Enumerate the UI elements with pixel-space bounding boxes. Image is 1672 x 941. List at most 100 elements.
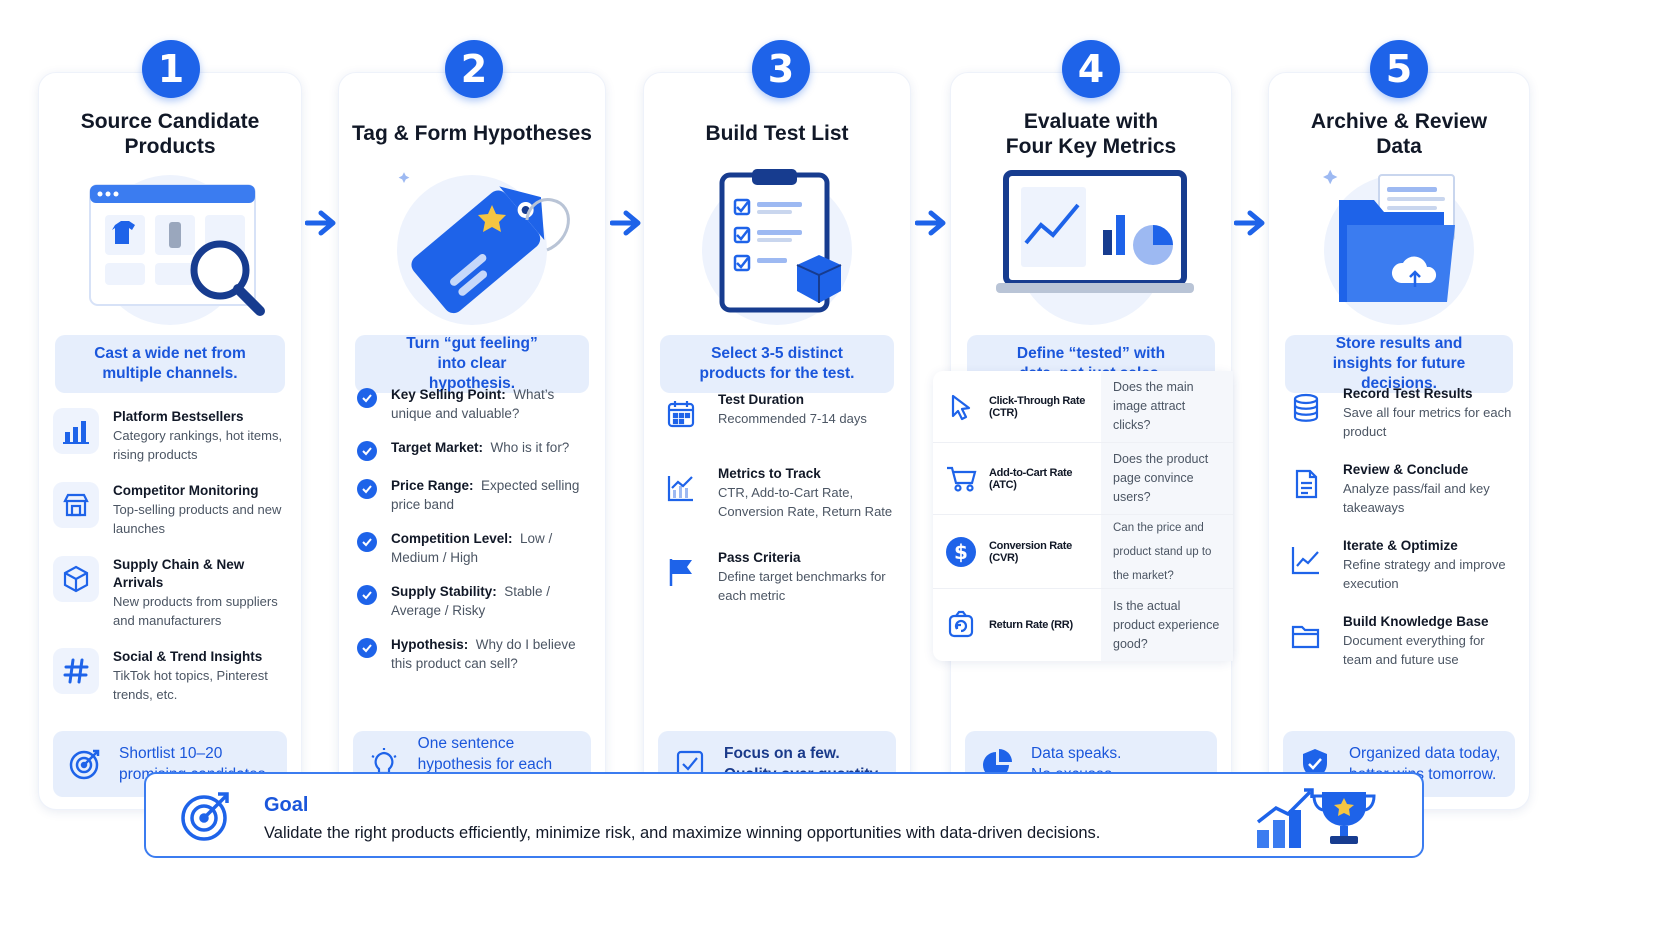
item-desc: Low / Medium / High xyxy=(391,531,553,565)
trophy-growth-icon xyxy=(1256,788,1376,848)
item-desc: Why do I believe this product can sell? xyxy=(391,637,576,671)
step-title: Source Candidate Products xyxy=(80,110,260,158)
chart-icon xyxy=(658,465,704,511)
metric-question: Does the product page convince users? xyxy=(1101,443,1233,514)
cursor-icon xyxy=(933,371,989,442)
return-icon xyxy=(933,589,989,661)
item-title: Platform Bestsellers xyxy=(113,409,244,424)
metric-name: Click-Through Rate (CTR) xyxy=(989,394,1086,419)
item-title: Record Test Results xyxy=(1343,386,1473,401)
flag-icon xyxy=(658,549,704,595)
arrow-right-icon xyxy=(1234,210,1265,236)
monitor-analytics-illustration xyxy=(996,170,1194,325)
trend-icon xyxy=(1283,537,1329,583)
checklist-item: Price Range: Expected selling price band xyxy=(353,476,591,514)
check-icon xyxy=(357,388,377,408)
item-label: Hypothesis: xyxy=(391,637,469,652)
metric-question: Can the price and product stand up to th… xyxy=(1101,515,1233,588)
checklist-item: Supply Stability: Stable / Average / Ris… xyxy=(353,582,591,620)
item-title: Competitor Monitoring xyxy=(113,483,259,498)
item-desc: Category rankings, hot items, rising pro… xyxy=(113,428,283,462)
item-title: Test Duration xyxy=(718,392,805,407)
item-desc: New products from suppliers and manufact… xyxy=(113,594,278,628)
step-number-badge: 2 xyxy=(445,40,503,98)
item-title: Build Knowledge Base xyxy=(1343,614,1489,629)
metric-question: Does the main image attract clicks? xyxy=(1101,371,1233,442)
database-icon xyxy=(1283,385,1329,431)
step-number-badge: 1 xyxy=(142,40,200,98)
checklist-item: Key Selling Point: What’s unique and val… xyxy=(353,385,591,423)
metric-row: Click-Through Rate (CTR) Does the main i… xyxy=(933,371,1233,443)
metrics-table: Click-Through Rate (CTR) Does the main i… xyxy=(933,371,1233,661)
step-title: Tag & Form Hypotheses xyxy=(352,122,592,145)
step-card-4: Evaluate with Four Key Metrics Define “t… xyxy=(933,72,1233,810)
checklist-item: Target Market: Who is it for? xyxy=(353,438,591,461)
item-title: Social & Trend Insights xyxy=(113,649,263,664)
shield-icon xyxy=(1297,746,1333,782)
item-desc: Refine strategy and improve execution xyxy=(1343,557,1506,591)
cart-icon xyxy=(933,443,989,514)
checklist-item: Hypothesis: Why do I believe this produc… xyxy=(353,635,591,673)
step-tagline: Store results and insights for future de… xyxy=(1285,335,1513,393)
item-desc: TikTok hot topics, Pinterest trends, etc… xyxy=(113,668,268,702)
item-label: Supply Stability: xyxy=(391,584,497,599)
item-label: Key Selling Point: xyxy=(391,387,506,402)
item-title: Pass Criteria xyxy=(718,550,801,565)
step-title: Archive & Review Data xyxy=(1310,110,1488,158)
check-icon xyxy=(357,532,377,552)
item-desc: What’s unique and valuable? xyxy=(391,387,555,421)
bar-chart-icon xyxy=(53,408,99,454)
item-title: Review & Conclude xyxy=(1343,462,1469,477)
item-desc: Expected selling price band xyxy=(391,478,580,512)
clipboard-illustration xyxy=(702,169,852,325)
item-title: Iterate & Optimize xyxy=(1343,538,1458,553)
item-desc: Recommended 7-14 days xyxy=(718,411,867,426)
box-icon xyxy=(53,556,99,602)
calendar-icon xyxy=(658,391,704,437)
check-icon xyxy=(357,585,377,605)
item-desc: Define target benchmarks for each metric xyxy=(718,569,886,603)
check-icon xyxy=(357,638,377,658)
item-label: Price Range: xyxy=(391,478,474,493)
metric-name: Return Rate (RR) xyxy=(989,619,1073,631)
step-card-3: Build Test List Select 3-5 distinct prod… xyxy=(643,72,911,810)
hashtag-icon xyxy=(53,648,99,694)
arrow-right-icon xyxy=(915,210,946,236)
step-card-5: Archive & Review Data Store results and … xyxy=(1268,72,1530,810)
item-label: Competition Level: xyxy=(391,531,513,546)
item-desc: Analyze pass/fail and key takeaways xyxy=(1343,481,1490,515)
item-desc: Who is it for? xyxy=(490,440,570,455)
target-icon xyxy=(181,792,229,841)
item-title: Supply Chain & New Arrivals xyxy=(113,557,245,590)
goal-banner: Goal Validate the right products efficie… xyxy=(144,772,1424,858)
store-icon xyxy=(53,482,99,528)
step-card-2: Tag & Form Hypotheses Turn “gut feeling”… xyxy=(338,72,606,810)
svg-text:$: $ xyxy=(954,540,968,564)
step-tagline: Cast a wide net from multiple channels. xyxy=(55,335,285,393)
browser-search-illustration xyxy=(89,175,265,325)
target-icon xyxy=(67,746,103,782)
item-title: Metrics to Track xyxy=(718,466,821,481)
metric-row: Return Rate (RR) Is the actual product e… xyxy=(933,589,1233,661)
check-icon xyxy=(357,441,377,461)
metric-row: $ Conversion Rate (CVR) Can the price an… xyxy=(933,515,1233,589)
goal-text: Validate the right products efficiently,… xyxy=(264,824,1101,842)
item-label: Target Market: xyxy=(391,440,484,455)
dollar-icon: $ xyxy=(933,515,989,588)
folder-icon xyxy=(1283,613,1329,659)
step-title: Build Test List xyxy=(705,122,849,145)
item-desc: Document everything for team and future … xyxy=(1343,633,1485,667)
pie-icon xyxy=(979,746,1015,782)
step-title: Evaluate with Four Key Metrics xyxy=(1005,110,1177,158)
step-tagline: Select 3-5 distinct products for the tes… xyxy=(660,335,894,393)
